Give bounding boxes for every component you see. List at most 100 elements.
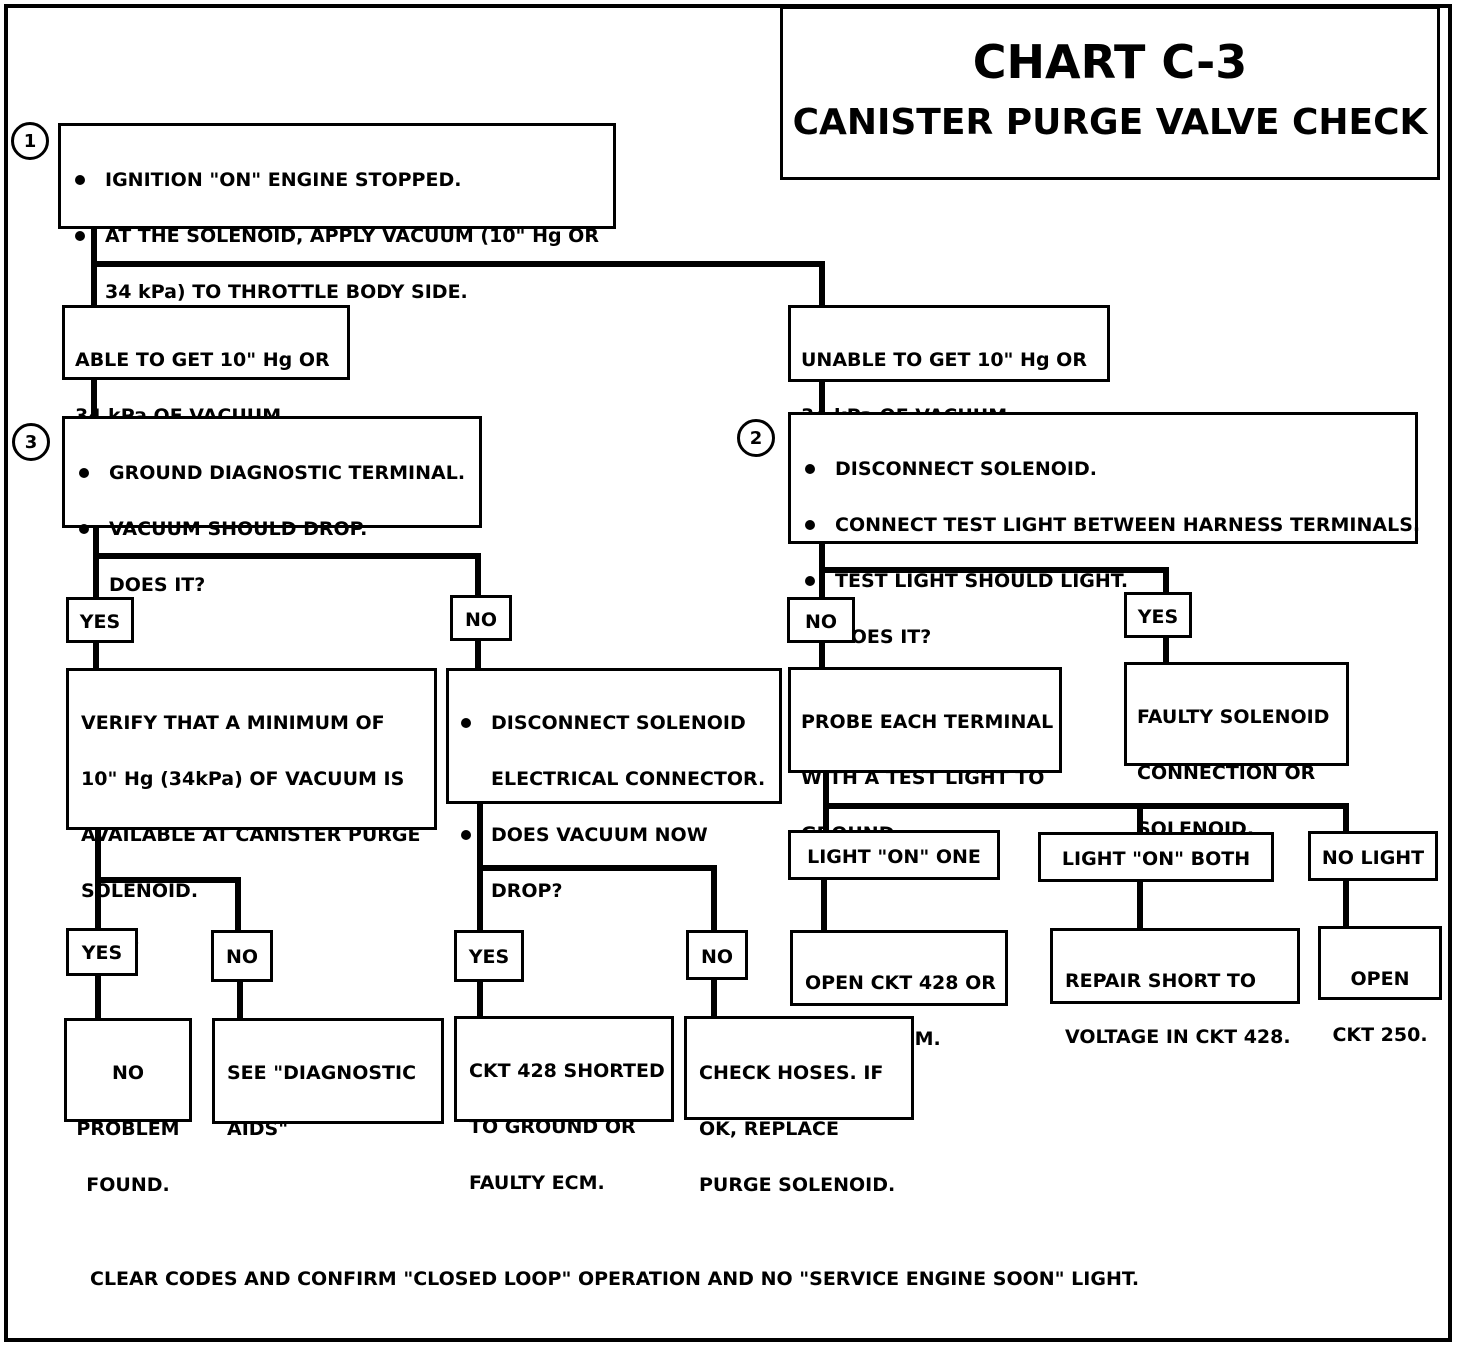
step1-line-1: IGNITION "ON" ENGINE STOPPED. (105, 169, 462, 191)
verify-vacuum-box: VERIFY THAT A MINIMUM OF 10" Hg (34kPa) … (66, 668, 437, 958)
yes-label-verify: YES (66, 928, 138, 976)
light-on-one-label: LIGHT "ON" ONE (788, 830, 1000, 880)
wire-step3-no (93, 553, 481, 599)
able-line-1: ABLE TO GET 10" Hg OR (75, 349, 330, 371)
step1-bullet-2: AT THE SOLENOID, APPLY VACUUM (10" Hg OR (75, 222, 613, 250)
step-marker-2: 2 (737, 419, 775, 457)
wire-step2-yes (819, 567, 1169, 597)
seeaids-line-1: SEE "DIAGNOSTIC (227, 1062, 417, 1084)
ckt-428-shorted-box: CKT 428 SHORTED TO GROUND OR FAULTY ECM. (454, 1016, 674, 1194)
able-box: ABLE TO GET 10" Hg OR 34 kPa OF VACUUM. (62, 305, 350, 427)
step3-bullet-2: VACUUM SHOULD DROP. (79, 515, 479, 543)
no-light-label: NO LIGHT (1308, 831, 1438, 881)
hoses-line-3: PURGE SOLENOID. (699, 1174, 896, 1196)
footer-note: CLEAR CODES AND CONFIRM "CLOSED LOOP" OP… (90, 1268, 1140, 1290)
disconnect-line-2: ELECTRICAL CONNECTOR. (491, 768, 766, 790)
wire-probe-bar (823, 803, 1349, 837)
bullet-icon (805, 520, 815, 530)
wire-verify-no (95, 877, 241, 935)
disconnect-bullet-1: DISCONNECT SOLENOID (461, 709, 779, 737)
disconnect-bullet-2: DOES VACUUM NOW (461, 821, 779, 849)
step2-line-1: DISCONNECT SOLENOID. (835, 458, 1097, 480)
step3-bullet-1: GROUND DIAGNOSTIC TERMINAL. (79, 459, 479, 487)
step2-bullet-2: CONNECT TEST LIGHT BETWEEN HARNESS TERMI… (805, 511, 1420, 539)
step2-line-3: TEST LIGHT SHOULD LIGHT. (835, 570, 1129, 592)
step-marker-1: 1 (11, 122, 49, 160)
no-label-disconnect: NO (686, 930, 748, 980)
open250-line-1: OPEN (1350, 968, 1410, 990)
hoses-line-2: OK, REPLACE (699, 1118, 839, 1140)
bullet-icon (79, 524, 89, 534)
chart-title: CHART C-3 (972, 35, 1248, 89)
yes-label-disconnect: YES (454, 930, 524, 982)
outer-frame (4, 4, 1452, 1342)
step2-line-2: CONNECT TEST LIGHT BETWEEN HARNESS TERMI… (835, 514, 1421, 536)
see-diagnostic-aids-box: SEE "DIAGNOSTIC AIDS" (212, 1018, 444, 1140)
yes-label-step3: YES (66, 597, 134, 643)
verify-line-1: VERIFY THAT A MINIMUM OF (81, 712, 385, 734)
step3-line-2: VACUUM SHOULD DROP. (109, 518, 368, 540)
bullet-icon (461, 830, 471, 840)
chart-subtitle: CANISTER PURGE VALVE CHECK (792, 102, 1428, 143)
ckt-line-3: FAULTY ECM. (469, 1172, 605, 1194)
verify-line-4: SOLENOID. (81, 880, 199, 902)
open-ckt-250-box: OPEN CKT 250. (1318, 926, 1442, 1046)
faulty-solenoid-box: FAULTY SOLENOID CONNECTION OR SOLENOID. (1124, 662, 1349, 840)
noproblem-line-1: NO (111, 1062, 145, 1084)
bullet-icon (79, 468, 89, 478)
disconnect-line-3: DOES VACUUM NOW (491, 824, 708, 846)
faulty-line-1: FAULTY SOLENOID (1137, 706, 1330, 728)
step2-bullet-3: TEST LIGHT SHOULD LIGHT. (805, 567, 1415, 595)
disconnect-line-1: DISCONNECT SOLENOID (491, 712, 746, 734)
bullet-icon (805, 576, 815, 586)
seeaids-line-2: AIDS" (227, 1118, 289, 1140)
step2-box: DISCONNECT SOLENOID. CONNECT TEST LIGHT … (788, 412, 1420, 648)
open428-line-1: OPEN CKT 428 OR (805, 972, 996, 994)
step1-line-2: AT THE SOLENOID, APPLY VACUUM (10" Hg OR (105, 225, 599, 247)
disconnect-line-4: DROP? (491, 880, 563, 902)
step1-line-3: 34 kPa) TO THROTTLE BODY SIDE. (105, 281, 468, 303)
wire-branch-bar (91, 261, 825, 309)
step-marker-3: 3 (12, 423, 50, 461)
ckt-line-2: TO GROUND OR (469, 1116, 636, 1138)
repair-line-2: VOLTAGE IN CKT 428. (1065, 1026, 1291, 1048)
check-hoses-box: CHECK HOSES. IF OK, REPLACE PURGE SOLENO… (684, 1016, 914, 1196)
bullet-icon (805, 464, 815, 474)
verify-line-2: 10" Hg (34kPa) OF VACUUM IS (81, 768, 405, 790)
bullet-icon (461, 718, 471, 728)
step3-line-1: GROUND DIAGNOSTIC TERMINAL. (109, 462, 466, 484)
no-label-step2: NO (787, 597, 855, 643)
unable-line-1: UNABLE TO GET 10" Hg OR (801, 349, 1087, 371)
repair-line-1: REPAIR SHORT TO (1065, 970, 1257, 992)
faulty-line-2: CONNECTION OR (1137, 762, 1316, 784)
probe-line-2: WITH A TEST LIGHT TO (801, 767, 1045, 789)
step2-bullet-1: DISCONNECT SOLENOID. (805, 455, 1415, 483)
disconnect-connector-box: DISCONNECT SOLENOID ELECTRICAL CONNECTOR… (446, 668, 782, 902)
no-label-verify: NO (211, 930, 273, 982)
repair-short-box: REPAIR SHORT TO VOLTAGE IN CKT 428. (1050, 928, 1300, 1048)
yes-label-step2: YES (1124, 592, 1192, 638)
noproblem-line-3: FOUND. (86, 1174, 170, 1196)
step3-box: GROUND DIAGNOSTIC TERMINAL. VACUUM SHOUL… (62, 416, 482, 596)
bullet-icon (75, 231, 85, 241)
bullet-icon (75, 175, 85, 185)
probe-line-1: PROBE EACH TERMINAL (801, 711, 1054, 733)
open250-line-2: CKT 250. (1332, 1024, 1428, 1046)
no-label-step3: NO (450, 595, 512, 641)
noproblem-line-2: PROBLEM (76, 1118, 180, 1140)
wire-disconnect-no (477, 865, 717, 935)
verify-line-3: AVAILABLE AT CANISTER PURGE (81, 824, 421, 846)
title-box: CHART C-3 CANISTER PURGE VALVE CHECK (780, 6, 1440, 180)
open-ckt-428-box: OPEN CKT 428 OR FAULTY ECM. (790, 930, 1008, 1050)
step3-line-3: DOES IT? (109, 574, 206, 596)
ckt-line-1: CKT 428 SHORTED (469, 1060, 665, 1082)
step1-bullet-1: IGNITION "ON" ENGINE STOPPED. (75, 166, 613, 194)
unable-box: UNABLE TO GET 10" Hg OR 34 kPa OF VACUUM… (788, 305, 1110, 427)
light-on-both-label: LIGHT "ON" BOTH (1038, 832, 1274, 882)
step1-box: IGNITION "ON" ENGINE STOPPED. AT THE SOL… (58, 123, 616, 303)
step2-line-4: DOES IT? (835, 626, 932, 648)
hoses-line-1: CHECK HOSES. IF (699, 1062, 884, 1084)
no-problem-found-box: NO PROBLEM FOUND. (64, 1018, 192, 1196)
